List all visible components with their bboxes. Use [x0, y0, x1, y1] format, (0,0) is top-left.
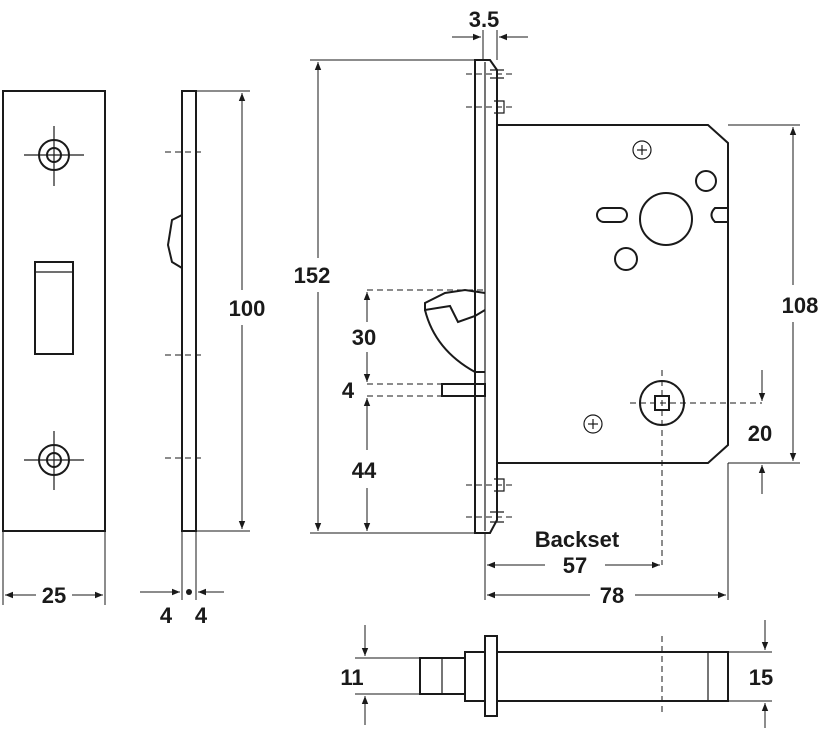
dim-backset-value: 57	[563, 553, 587, 578]
dim-thickness-right: 4	[195, 603, 208, 628]
strike-plate-side-view: 100 4 4	[140, 90, 266, 628]
hook-bolt	[367, 288, 486, 373]
latch-opening	[34, 261, 74, 355]
screw-hole-bottom	[24, 431, 84, 490]
screw-hole-top	[24, 126, 84, 186]
dim-spindle-small: 11	[340, 665, 363, 690]
strike-plate-front-view: 25	[2, 90, 106, 608]
dim-plate-thickness: 3.5	[469, 7, 500, 32]
dim-hook-to-center: 30	[352, 325, 376, 350]
dim-faceplate-width: 25	[42, 583, 66, 608]
dim-strike-height: 100	[229, 296, 266, 321]
dim-overall-height: 152	[294, 263, 331, 288]
dim-thickness-left: 4	[160, 603, 173, 628]
latch-bar	[441, 383, 486, 397]
dim-case-height: 108	[782, 293, 819, 318]
lock-body-elevation: 3.5 152 30 4 44 108 20 Backset 57	[294, 7, 819, 608]
dim-spindle-offset: 20	[748, 421, 772, 446]
dim-spindle-large: 15	[749, 665, 773, 690]
dim-case-depth: 78	[600, 583, 624, 608]
lock-plan-view: 11 15	[340, 620, 773, 728]
dim-center-to-bottom: 44	[352, 458, 377, 483]
dim-hook-gap: 4	[342, 378, 355, 403]
spindle-follower	[630, 370, 762, 565]
dim-backset-label: Backset	[535, 527, 620, 552]
